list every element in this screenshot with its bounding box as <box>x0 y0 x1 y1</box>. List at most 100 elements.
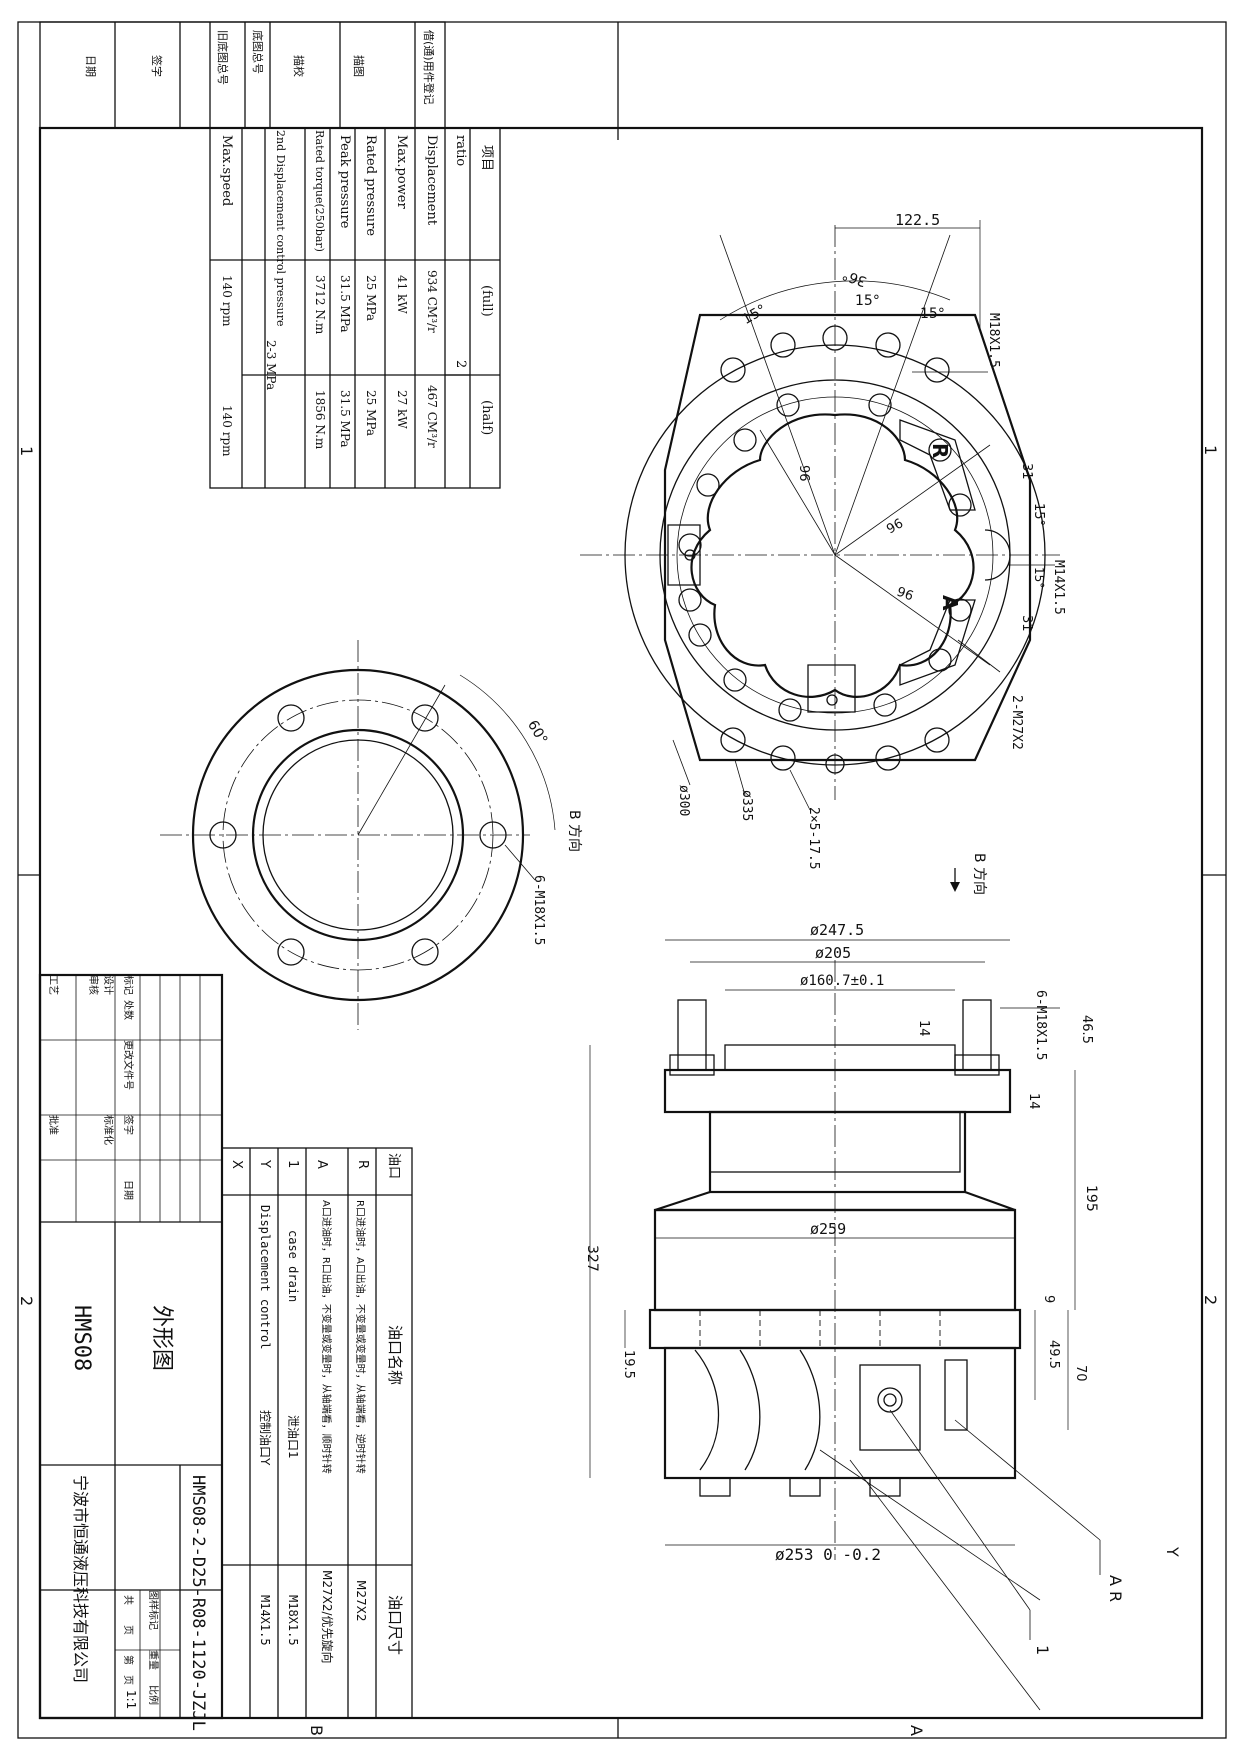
dim-46-5: 46.5 <box>1079 1015 1094 1044</box>
port-A-size: M27X2/优先旋向 <box>320 1570 335 1664</box>
zone-left-1: 1 <box>17 446 36 456</box>
zone-marks: 1 2 1 2 B A <box>17 445 1220 1736</box>
spec-item-displacement: Displacement <box>424 135 439 226</box>
dim-15deg-right: 15° <box>1031 503 1046 526</box>
flange-view: 60° 6-M18X1.5 B 方向 <box>160 640 582 1030</box>
spec-item-ratedtorque: Rated torque(250bar) <box>313 130 326 252</box>
zone-left-2: 2 <box>17 1296 36 1306</box>
zone-right-1: 1 <box>1201 445 1220 455</box>
title-label-ye1: 页 <box>122 1625 134 1635</box>
dim-96-c: 96 <box>895 582 916 602</box>
port-1-id: 1 <box>285 1160 300 1168</box>
port-header-size: 油口尺寸 <box>386 1595 404 1655</box>
dim-d253: ø253 0 -0.2 <box>775 1545 881 1564</box>
dim-side-m18: 6-M18X1.5 <box>1033 990 1048 1060</box>
title-label-biaozhunhua: 标准化 <box>102 1115 115 1145</box>
port-R-label: R <box>928 443 952 458</box>
strip-label-miaojiao: 描校 <box>292 55 306 77</box>
dim-15deg-a: 15° <box>855 293 880 309</box>
spec-item-ratedpressure: Rated pressure <box>363 135 378 236</box>
dim-m18-top: M18X1.5 <box>986 313 1001 368</box>
spec-header-half: (half) <box>479 400 494 435</box>
title-label-sheji: 设计 <box>102 975 115 995</box>
dim-flange-m18: 6-M18X1.5 <box>531 875 546 945</box>
dim-14-a: 14 <box>916 1020 931 1037</box>
dim-70: 70 <box>1073 1365 1088 1382</box>
dim-d259: ø259 <box>810 1220 846 1238</box>
title-block: 标记 处数 更改文件号 签字 日期 设计 审核 工艺 标准化 批准 外形图 HM… <box>38 973 224 1731</box>
top-title-strip: 借(通)用件登记 描图 描校 底图总号 旧底图总号 签字 日期 <box>39 21 446 129</box>
spec-maxpower-half: 27 kW <box>395 390 409 429</box>
port-A-name: A口进油时，R口出油，不变量或变量时，从轴端看，顺时针转 <box>320 1200 333 1474</box>
strip-label-jiudituzonghao: 旧底图总号 <box>216 30 230 85</box>
zone-bottom-B: B <box>307 1725 326 1736</box>
strip-label-miaotu: 描图 <box>352 55 366 77</box>
inner-bolt-heads <box>678 393 972 722</box>
dim-9: 9 <box>1041 1295 1056 1303</box>
zone-bottom-A: A <box>907 1725 926 1736</box>
spec-2nddisp-value: 2-3 MPa <box>264 340 278 390</box>
spec-table: 项目 (full) (half) ratio 2 Displacement 93… <box>209 127 501 489</box>
dim-m14: M14X1.5 <box>1051 560 1066 615</box>
outer-bolt-holes <box>720 325 950 774</box>
spec-maxspeed-full: 140 rpm <box>220 275 234 327</box>
port-table: 油口 油口名称 油口尺寸 R R口进油时，A口出油，不变量或变量时，从轴端看，逆… <box>221 1147 413 1719</box>
spec-item-ratio: ratio <box>453 135 468 166</box>
title-label-tuyang: 图样标记 <box>147 1590 160 1630</box>
port-R-id: R <box>355 1160 370 1169</box>
port-1-size: M18X1.5 <box>286 1595 300 1646</box>
title-label-zhongliang: 重量 <box>147 1650 160 1670</box>
title-scale: 1:1 <box>124 1690 138 1709</box>
spec-item-maxpower: Max.power <box>394 135 409 209</box>
title-label-bili: 比例 <box>147 1685 160 1705</box>
dim-15deg-right2: 15° <box>1032 567 1046 588</box>
port-Y-name-cn: 控制油口Y <box>258 1410 272 1466</box>
side-port-1: 1 <box>1033 1645 1052 1655</box>
spec-maxpower-full: 41 kW <box>395 275 409 314</box>
dim-15deg-b: 15° <box>920 306 945 322</box>
direction-B-top: B 方向 <box>971 853 987 895</box>
dim-96-b: 96 <box>883 514 905 535</box>
dim-195: 195 <box>1083 1185 1099 1212</box>
dim-d160: ø160.7±0.1 <box>800 973 884 989</box>
spec-displacement-full: 934 CM³/r <box>425 270 439 333</box>
title-drawing-number: HMS08-2-D25-R08-1120-JZJL <box>188 1475 208 1731</box>
dim-2-m27: 2-M27X2 <box>1009 695 1024 750</box>
title-label-gong: 共 <box>122 1595 134 1605</box>
dim-122-5: 122.5 <box>895 211 940 229</box>
dim-2x5: 2×5-17.5 <box>806 807 821 870</box>
port-1-name: case drain <box>286 1230 300 1302</box>
sheet-frame <box>17 21 1227 1739</box>
spec-item-maxspeed: Max.speed <box>219 135 234 206</box>
port-1-name-cn: 泄油口1 <box>286 1415 300 1459</box>
dim-36deg: 36° <box>840 266 869 290</box>
title-label-qianzi: 签字 <box>122 1115 135 1135</box>
port-Y-size: M14X1.5 <box>258 1595 272 1646</box>
strip-label-riqi: 日期 <box>84 55 97 77</box>
port-A-label: A <box>938 595 962 611</box>
spec-item-peakpressure: Peak pressure <box>337 135 352 229</box>
spec-ratedpressure-half: 25 MPa <box>364 390 378 436</box>
top-view: R A 122.5 36° 15° 15° 15° M18X1.5 31 15°… <box>580 211 1066 895</box>
spec-maxspeed-half: 140 rpm <box>220 405 234 457</box>
spec-ratedpressure-full: 25 MPa <box>364 275 378 321</box>
side-view: ø247.5 ø205 ø160.7±0.1 6-M18X1.5 46.5 14… <box>584 921 1182 1711</box>
dim-d300: ø300 <box>676 785 691 816</box>
title-label-ye2: 页 <box>122 1675 134 1685</box>
title-label-biaoji: 标记 <box>122 975 134 995</box>
spec-displacement-half: 467 CM³/r <box>425 385 439 448</box>
port-Y-id: Y <box>257 1159 272 1168</box>
title-label-gongyi: 工艺 <box>47 975 59 995</box>
direction-B-flange: B 方向 <box>566 810 582 852</box>
spec-ratedtorque-full: 3712 N.m <box>313 275 327 335</box>
dim-19-5: 19.5 <box>621 1350 636 1379</box>
dim-327: 327 <box>584 1245 600 1272</box>
dim-31-bottom: 31 <box>1019 615 1034 632</box>
title-label-di: 第 <box>122 1655 135 1665</box>
zone-right-2: 2 <box>1201 1295 1220 1305</box>
title-label-genggai: 更改文件号 <box>122 1040 135 1090</box>
dim-96-a: 96 <box>796 465 811 482</box>
strip-label-qianzi: 签字 <box>150 55 164 77</box>
spec-peakpressure-full: 31.5 MPa <box>338 275 352 333</box>
